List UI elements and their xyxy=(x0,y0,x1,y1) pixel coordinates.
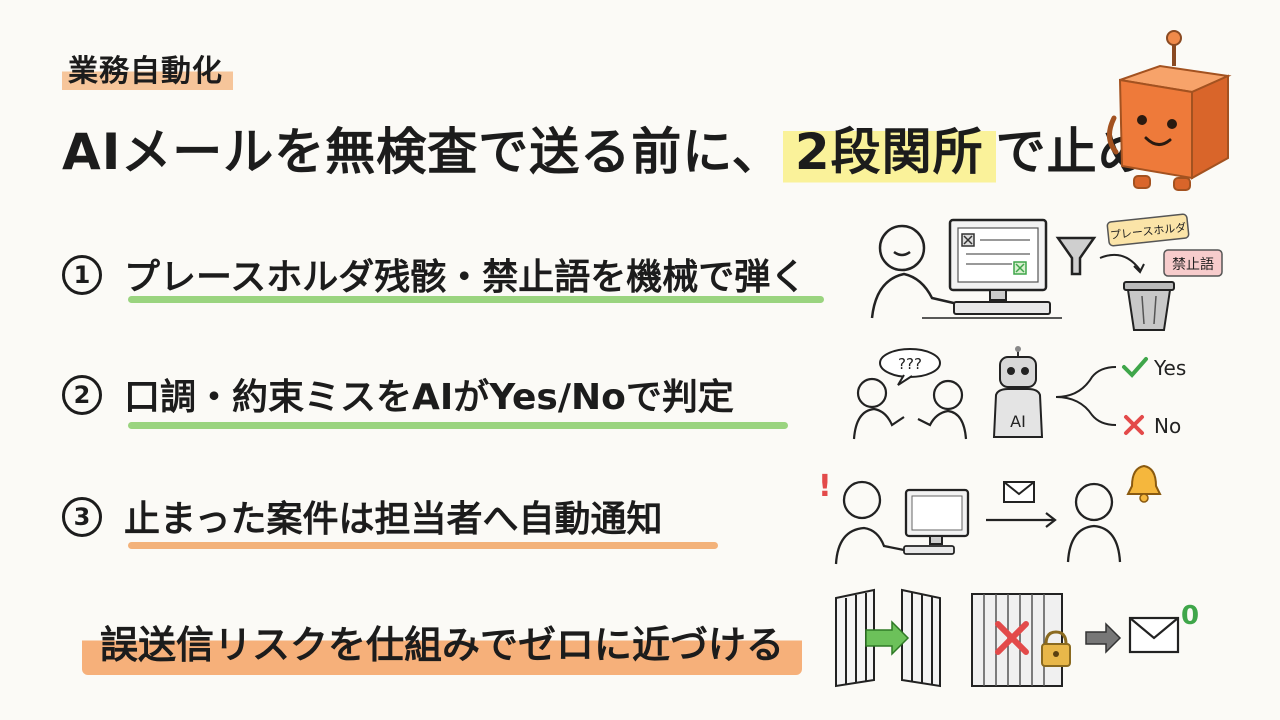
step-1-illustration: プレースホルダ 禁止語 xyxy=(870,213,1223,331)
computer-monitor-icon xyxy=(903,488,970,555)
step-2: 2 口調・約束ミスをAIがYes/Noで判定 xyxy=(62,368,734,420)
person-icon xyxy=(834,480,905,565)
speech-bubble-icon: ??? xyxy=(879,348,941,386)
headline-highlight: 2段関所 xyxy=(782,119,996,185)
step-3-underline xyxy=(128,542,718,549)
branch-arrows-icon xyxy=(1055,366,1117,426)
cube-robot-mascot-icon xyxy=(1107,30,1232,191)
arrow-right-icon xyxy=(1085,622,1122,654)
tag-placeholder-label: プレースホルダ xyxy=(1106,213,1190,247)
category-tag: 業務自動化 xyxy=(62,44,233,94)
step-1-text: プレースホルダ残骸・禁止語を機械で弾く xyxy=(124,257,807,298)
closed-gate-icon xyxy=(971,593,1063,687)
zero-badge: 0 xyxy=(1181,601,1199,631)
step-number-3: 3 xyxy=(62,497,102,537)
forbidden-tag-text: 禁止語 xyxy=(1172,257,1214,273)
step-3-illustration: ! xyxy=(818,464,1162,565)
person-icon xyxy=(1066,482,1122,563)
step-number-1: 1 xyxy=(62,255,102,295)
cross-icon: No xyxy=(1124,414,1181,438)
yes-label: Yes xyxy=(1153,356,1186,380)
alert-mark: ! xyxy=(818,469,832,504)
step-number-2: 2 xyxy=(62,375,102,415)
step-1-underline xyxy=(128,296,824,303)
padlock-icon xyxy=(1041,630,1071,667)
step-3: 3 止まった案件は担当者へ自動通知 xyxy=(62,490,663,542)
headline: AIメールを無検査で送る前に、2段関所で止める xyxy=(62,112,1200,185)
person-icon xyxy=(870,224,959,319)
envelope-icon xyxy=(1128,616,1180,654)
headline-part1: AIメールを無検査で送る前に、 xyxy=(62,123,783,181)
step-2-illustration: ??? AI Yes No xyxy=(852,346,1186,440)
envelope-icon xyxy=(1003,481,1035,503)
computer-monitor-icon xyxy=(922,218,1062,319)
bottom-statement: 誤送信リスクを仕組みでゼロに近づける xyxy=(82,612,803,675)
step-2-underline xyxy=(128,422,788,429)
step-3-text: 止まった案件は担当者へ自動通知 xyxy=(124,499,663,540)
open-gate-icon xyxy=(835,588,941,688)
people-discussing-icon xyxy=(852,377,968,440)
no-label: No xyxy=(1154,414,1181,438)
green-arrow-icon xyxy=(865,620,910,656)
arrow-right-icon xyxy=(986,512,1057,528)
filter-funnel-icon xyxy=(1055,236,1145,276)
tag-forbidden-word-label: 禁止語 xyxy=(1163,249,1223,277)
bell-icon xyxy=(1126,464,1162,503)
zero-badge-text: 0 xyxy=(1181,601,1199,631)
bottom-illustration: 0 xyxy=(835,588,1199,688)
bubble-text: ??? xyxy=(898,355,922,373)
trash-can-icon xyxy=(1123,281,1175,331)
check-icon: Yes xyxy=(1122,356,1186,380)
step-2-text: 口調・約束ミスをAIがYes/Noで判定 xyxy=(124,377,734,418)
robot-label: AI xyxy=(1010,412,1026,431)
step-1: 1 プレースホルダ残骸・禁止語を機械で弾く xyxy=(62,248,806,300)
robot-icon: AI xyxy=(992,346,1044,438)
